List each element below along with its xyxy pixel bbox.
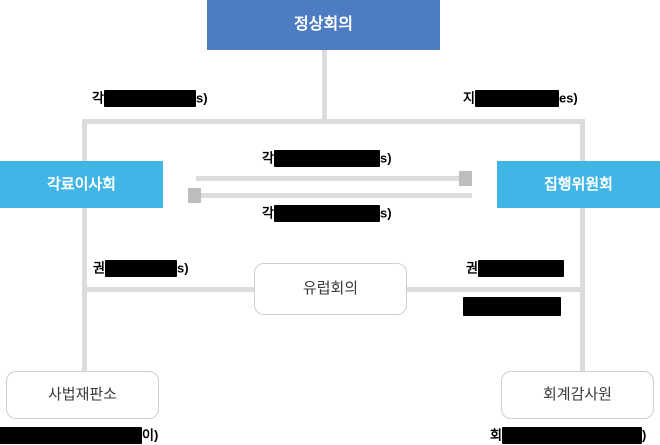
arrowhead-left-icon: [188, 188, 201, 203]
edge-label-commission-to-council-bottom: 각 s): [262, 204, 392, 223]
edge-label-summit-to-commission-prefix: 지: [463, 90, 475, 106]
connector-bus-to-council: [82, 119, 87, 163]
edge-label-summit-to-council-suffix: s): [195, 90, 208, 106]
redaction-bar: [103, 90, 196, 108]
edge-label-summit-to-council-prefix: 각: [92, 90, 104, 106]
edge-label-council-to-commission-top-suffix: s): [379, 150, 392, 166]
edge-label-council-to-assembly: 권 s): [93, 259, 189, 278]
redaction-bar: [104, 260, 177, 278]
node-council-of-ministers[interactable]: 각료이사회: [0, 161, 163, 208]
redaction-bar: [273, 150, 380, 168]
node-european-assembly[interactable]: 유럽회의: [254, 263, 407, 315]
node-european-assembly-label: 유럽회의: [302, 280, 359, 297]
edge-label-council-to-assembly-suffix: s): [176, 260, 189, 276]
connector-council-to-assembly: [82, 287, 256, 292]
edge-label-council-to-assembly-prefix: 권: [93, 260, 105, 276]
edge-label-commission-to-council-bottom-suffix: s): [379, 205, 392, 221]
caption-court-of-auditors-prefix: 회: [490, 427, 502, 443]
caption-court-of-justice: 이): [0, 426, 158, 445]
redaction-bar: [477, 260, 564, 278]
edge-label-commission-to-council-bottom-prefix: 각: [262, 205, 274, 221]
redaction-bar: [463, 297, 561, 317]
connector-council-to-commission-arrow: [196, 176, 462, 181]
edge-label-summit-to-commission-suffix: es): [558, 90, 578, 106]
edge-label-commission-to-assembly-second: [463, 297, 561, 317]
redaction-bar: [501, 427, 642, 445]
redaction-bar: [0, 427, 142, 445]
edge-label-commission-to-assembly: 권: [466, 259, 564, 278]
node-court-of-justice-label: 사법재판소: [47, 386, 117, 403]
node-council-of-ministers-label: 각료이사회: [46, 175, 116, 193]
edge-label-summit-to-commission: 지 es): [463, 89, 578, 108]
redaction-bar: [273, 205, 380, 223]
edge-label-council-to-commission-top-prefix: 각: [262, 150, 274, 166]
connector-stub-court-auditors: [580, 362, 585, 374]
node-executive-committee-label: 집행위원회: [543, 175, 613, 193]
arrowhead-right-icon: [459, 171, 472, 186]
node-summit[interactable]: 정상회의: [207, 0, 440, 50]
node-court-of-justice[interactable]: 사법재판소: [6, 371, 159, 419]
edge-label-summit-to-council: 각 s): [92, 89, 208, 108]
caption-court-of-auditors-suffix: ): [641, 427, 647, 443]
connector-bus-to-commission: [580, 119, 585, 163]
edge-label-council-to-commission-top: 각 s): [262, 149, 392, 168]
node-court-of-auditors-label: 회계감사원: [542, 386, 612, 403]
connector-commission-to-council-arrow: [192, 193, 472, 198]
node-court-of-auditors[interactable]: 회계감사원: [501, 371, 654, 419]
redaction-bar: [474, 90, 559, 108]
node-summit-label: 정상회의: [294, 16, 353, 34]
caption-court-of-auditors: 회): [490, 426, 646, 445]
edge-label-commission-to-assembly-prefix: 권: [466, 260, 478, 276]
node-executive-committee[interactable]: 집행위원회: [497, 161, 660, 208]
caption-court-of-justice-suffix: 이): [142, 427, 159, 443]
connector-summit-stem: [322, 50, 327, 122]
connector-assembly-to-commission: [406, 287, 585, 292]
connector-stub-court-justice: [82, 362, 87, 374]
connector-top-bus: [82, 119, 585, 124]
